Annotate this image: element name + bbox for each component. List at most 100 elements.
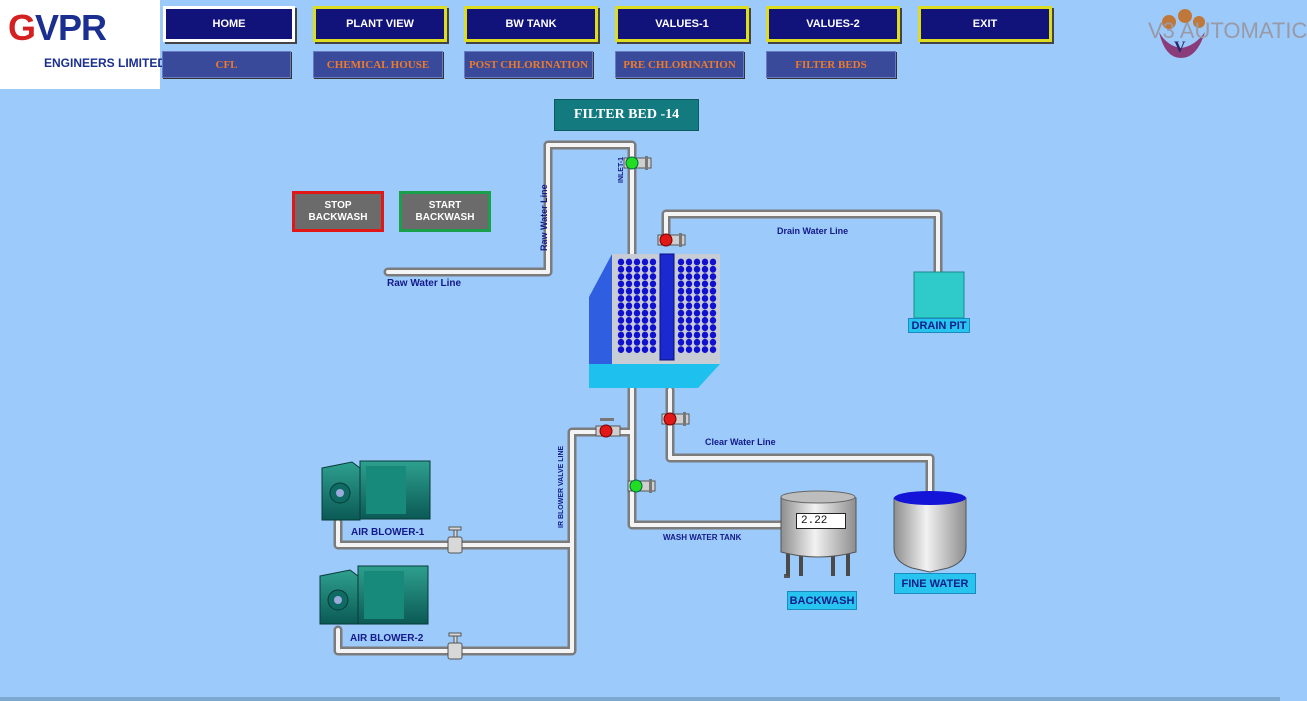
filter-media-bubble xyxy=(677,273,685,280)
filter-media-bubble xyxy=(709,302,717,310)
filter-media-bubble xyxy=(693,317,701,324)
filter-media-bubble xyxy=(709,324,717,332)
filter-media-bubble xyxy=(709,287,717,295)
filter-media-bubble xyxy=(677,302,685,310)
filter-media-bubble xyxy=(633,280,641,288)
filter-media-bubble xyxy=(641,265,649,273)
stop-backwash-button[interactable]: STOP BACKWASH xyxy=(292,191,384,232)
backwash-tank-label: BACKWASH xyxy=(787,591,857,610)
filter-media-bubble xyxy=(709,295,717,302)
wash-water-tank-label: WASH WATER TANK xyxy=(663,533,742,542)
home-button[interactable]: HOME xyxy=(163,6,295,42)
air-blower-2 xyxy=(319,565,429,625)
filter-media-bubble xyxy=(625,287,633,295)
filter-media-bubble xyxy=(633,338,641,346)
filter-media-bubble xyxy=(701,346,709,353)
inlet-label: INLET-1 xyxy=(618,157,625,183)
filter-media-bubble xyxy=(677,324,685,332)
filter-media-bubble xyxy=(709,280,717,288)
filter-media-bubble xyxy=(693,338,701,346)
filter-media-bubble xyxy=(685,273,693,280)
raw-water-vertical-label: Raw Water Line xyxy=(539,184,549,251)
filter-media-bubble xyxy=(617,338,625,346)
filter-media-bubble xyxy=(693,280,701,288)
filter-media-bubble xyxy=(677,280,685,288)
filter-media-bubble xyxy=(617,309,625,317)
filter-media-bubble xyxy=(649,287,657,295)
filter-media-bubble xyxy=(709,338,717,346)
drain-pit xyxy=(913,271,965,319)
filter-media-bubble xyxy=(641,331,649,339)
blower-1-manual-valve-icon xyxy=(447,526,463,554)
fine-water-label: FINE WATER xyxy=(894,573,976,594)
filter-media-bubble xyxy=(701,309,709,317)
filter-media-bubble xyxy=(701,317,709,324)
air-blower-1 xyxy=(321,460,431,521)
filter-media-bubble xyxy=(617,287,625,295)
bw-tank-button[interactable]: BW TANK xyxy=(464,6,598,42)
filter-media-bubble xyxy=(625,302,633,310)
filter-media-bubble xyxy=(693,302,701,310)
filter-media-bubble xyxy=(693,346,701,353)
start-backwash-button[interactable]: START BACKWASH xyxy=(399,191,491,232)
chemical-house-button[interactable]: CHEMICAL HOUSE xyxy=(313,51,443,78)
filter-media-bubble xyxy=(685,280,693,288)
filter-media-bubble xyxy=(633,309,641,317)
filter-media-bubble xyxy=(685,317,693,324)
filter-media-bubble xyxy=(701,324,709,332)
filter-media-bubble xyxy=(709,273,717,280)
filter-media-bubble xyxy=(693,287,701,295)
values-1-button[interactable]: VALUES-1 xyxy=(615,6,749,42)
filter-media-bubble xyxy=(633,287,641,295)
values-2-button[interactable]: VALUES-2 xyxy=(766,6,900,42)
post-chlorination-button[interactable]: POST CHLORINATION xyxy=(464,51,593,78)
filter-media-bubble xyxy=(617,258,625,266)
filter-media-bubble xyxy=(633,295,641,302)
filter-media-bubble xyxy=(649,346,657,353)
air-blower-1-label: AIR BLOWER-1 xyxy=(351,527,425,538)
filter-media-bubble xyxy=(693,295,701,302)
filter-media-bubble xyxy=(625,265,633,273)
filter-media-bubble xyxy=(701,280,709,288)
filter-media-bubble xyxy=(625,309,633,317)
filter-media-bubble xyxy=(649,309,657,317)
filter-beds-button[interactable]: FILTER BEDS xyxy=(766,51,896,78)
filter-media-bubble xyxy=(685,295,693,302)
filter-media-bubble xyxy=(701,258,709,266)
cfl-button[interactable]: CFL xyxy=(162,51,291,78)
blower-2-manual-valve-icon xyxy=(447,632,463,660)
pre-chlorination-button[interactable]: PRE CHLORINATION xyxy=(615,51,744,78)
exit-button[interactable]: EXIT xyxy=(918,6,1052,42)
drain-valve-icon xyxy=(657,233,686,247)
filter-media-bubble xyxy=(685,302,693,310)
drain-water-line-label: Drain Water Line xyxy=(777,226,849,236)
filter-media-bubble xyxy=(709,346,717,353)
filter-media-bubble xyxy=(625,295,633,302)
filter-media-bubble xyxy=(693,331,701,339)
filter-media-bubble xyxy=(649,317,657,324)
clear-water-line-label: Clear Water Line xyxy=(705,437,776,447)
filter-media-bubble xyxy=(641,338,649,346)
filter-media-bubble xyxy=(701,302,709,310)
filter-media-bubble xyxy=(649,273,657,280)
air-blower-2-label: AIR BLOWER-2 xyxy=(350,633,424,644)
filter-media-bubble xyxy=(649,302,657,310)
filter-media-bubble xyxy=(633,273,641,280)
v3-logo-text: V3 AUTOMATIC xyxy=(1148,18,1307,43)
filter-media-bubble xyxy=(701,273,709,280)
filter-media-bubble xyxy=(685,338,693,346)
filter-media-bubble xyxy=(617,331,625,339)
backwash-level-display: 2.22 xyxy=(796,513,846,529)
filter-media-bubble xyxy=(625,258,633,266)
filter-media-bubble xyxy=(685,309,693,317)
status-bar xyxy=(0,697,1280,701)
filter-media-bubble xyxy=(685,265,693,273)
filter-media-bubble xyxy=(633,324,641,332)
filter-media-bubble xyxy=(649,338,657,346)
plant-view-button[interactable]: PLANT VIEW xyxy=(313,6,447,42)
backwash-tank xyxy=(780,490,857,578)
filter-media-bubble xyxy=(649,265,657,273)
filter-media-bubble xyxy=(617,295,625,302)
filter-media-bubble xyxy=(677,265,685,273)
fine-water-tank xyxy=(893,491,967,573)
